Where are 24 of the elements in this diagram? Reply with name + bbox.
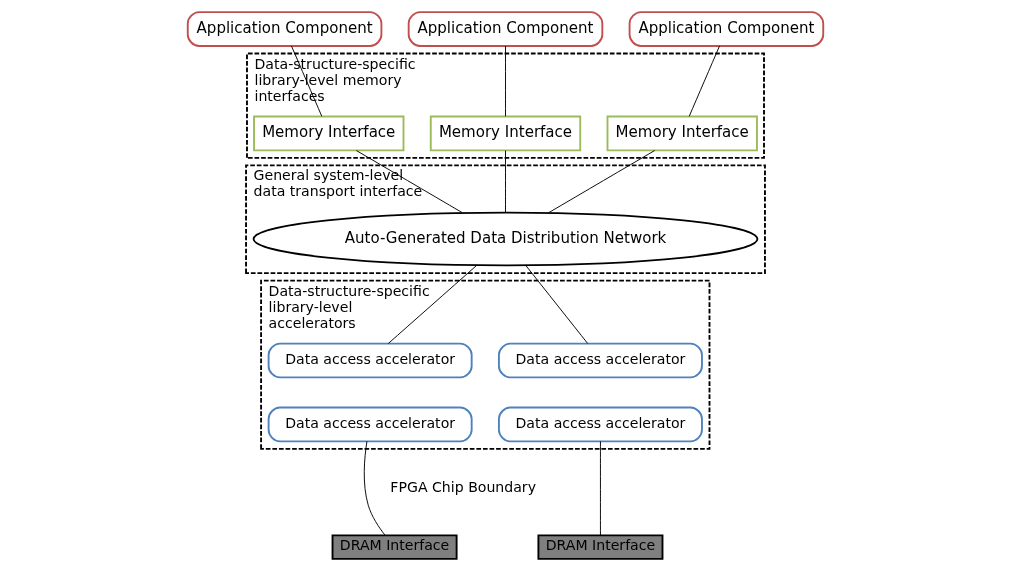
connector [291,45,323,117]
node-box: Application Component [186,11,383,47]
node-box: Application Component [628,11,825,47]
connector [600,440,601,536]
node-ellipse: Auto-Generated Data Distribution Network [252,211,759,267]
connector [505,150,506,213]
node-box: Memory Interface [429,115,582,152]
node-box: Memory Interface [253,115,405,152]
connector [688,45,720,117]
connector [355,150,463,214]
node-box: Data access accelerator [498,342,703,379]
node-box: Data access accelerator [267,342,473,379]
connector [525,265,589,344]
connector [505,45,506,117]
connector [548,150,656,214]
node-box: Data access accelerator [498,406,703,443]
label: FPGA Chip Boundary [390,478,537,495]
node-box: Data access accelerator [267,406,473,443]
node-box: Memory Interface [606,115,758,152]
connector [363,440,386,536]
node-box: Application Component [407,11,604,47]
node-box: DRAM Interface [537,534,664,560]
connector [387,265,477,344]
node-box: DRAM Interface [331,534,458,560]
